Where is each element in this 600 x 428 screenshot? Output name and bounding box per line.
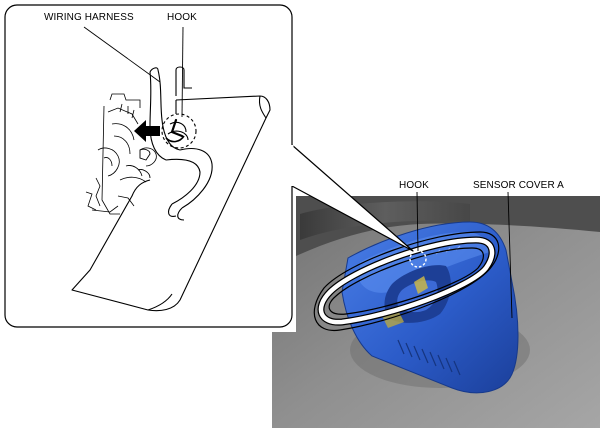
- bracket-sketch: [85, 93, 157, 215]
- wiring-harness-label: WIRING HARNESS: [44, 12, 134, 23]
- sensor-cover-leader: [507, 191, 513, 319]
- photo-panel: [272, 196, 600, 428]
- clip-tabs: [137, 148, 151, 179]
- inset-sensor-cover: [71, 95, 271, 312]
- highlight-outline: [313, 231, 500, 332]
- inset-hook-leader: [181, 26, 184, 118]
- sensor-cover-label: SENSOR COVER A: [473, 180, 564, 191]
- hook-detail: [167, 66, 192, 141]
- inset-hook-label: HOOK: [167, 12, 197, 23]
- inset-connector: [291, 144, 414, 252]
- detail-inset: [4, 4, 294, 328]
- release-arrow: [134, 118, 185, 143]
- photo-hook-leader: [416, 191, 419, 252]
- inset-hook-circle: [161, 113, 197, 149]
- vent-grille: [397, 339, 461, 376]
- photo-hook-label: HOOK: [399, 180, 429, 191]
- wiring-harness-leader: [83, 26, 161, 83]
